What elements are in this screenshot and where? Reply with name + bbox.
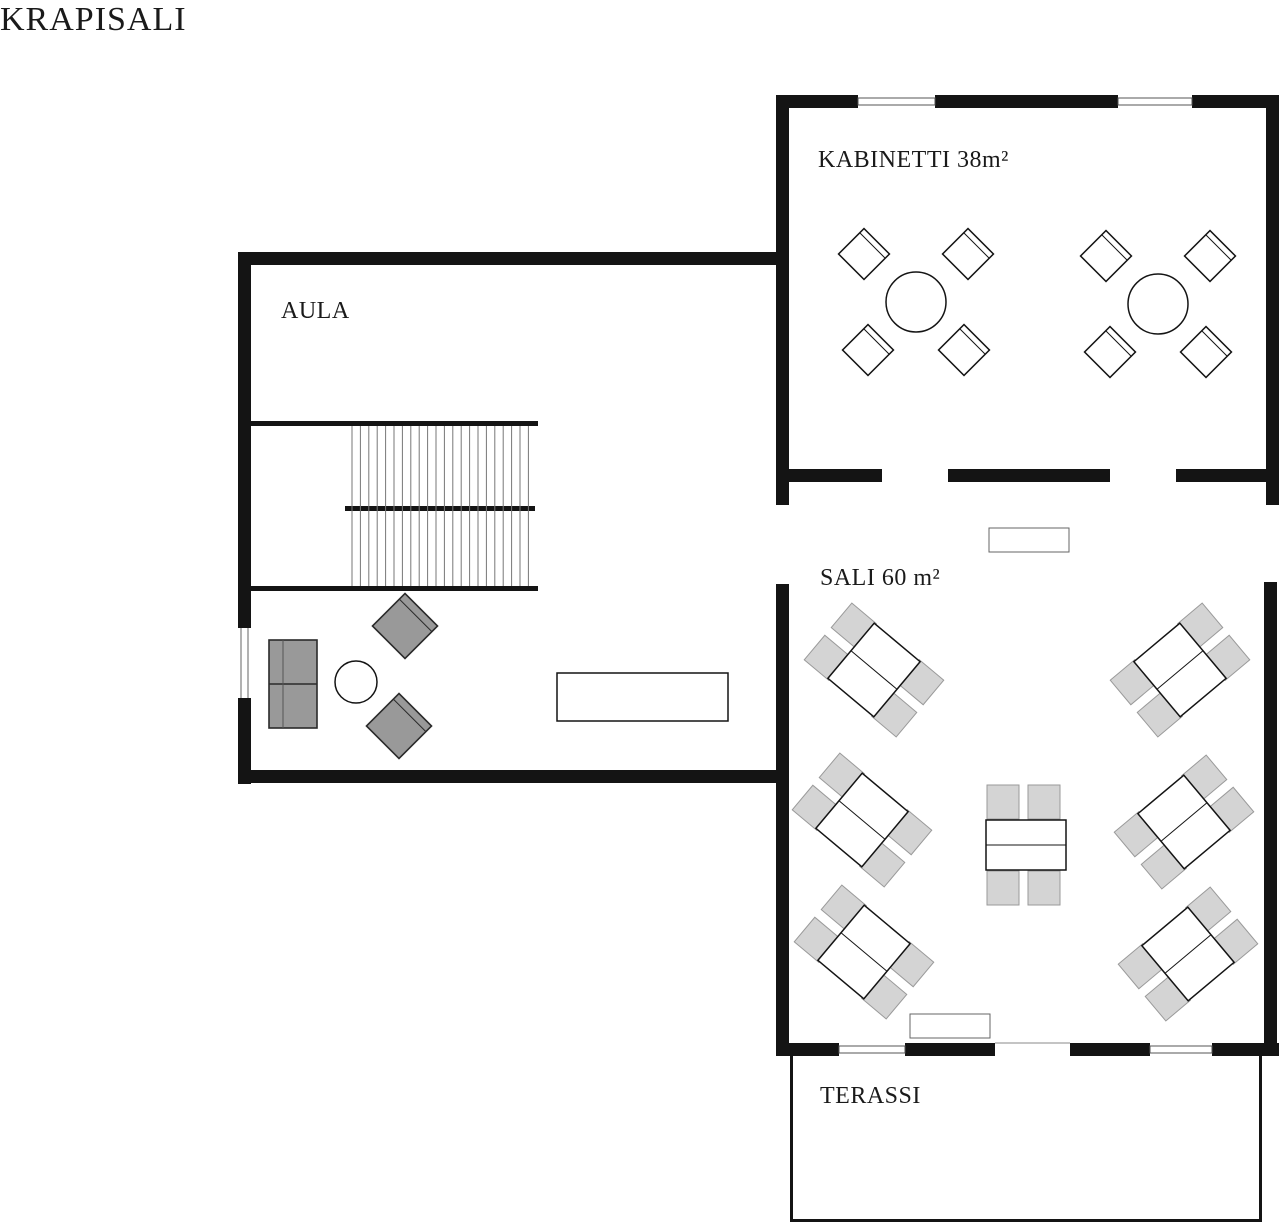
table-group — [791, 752, 933, 888]
sali-side-table-north — [988, 527, 1070, 553]
armchair — [365, 692, 433, 760]
room-label-sali: SALI 60 m² — [820, 565, 940, 591]
chair — [1083, 325, 1137, 379]
aula-walls — [238, 252, 778, 784]
chair — [841, 323, 895, 377]
aula-lounge — [268, 592, 439, 760]
chair — [1027, 784, 1061, 820]
kabinetti-furniture — [837, 227, 1237, 379]
table-group — [793, 884, 935, 1020]
chair — [1079, 229, 1133, 283]
terassi-outline — [790, 1056, 1262, 1222]
chair — [986, 870, 1020, 906]
round-table-group — [837, 227, 995, 377]
round-table — [885, 271, 947, 333]
sofa — [268, 639, 318, 729]
plan-title: KRAPISALI — [0, 1, 187, 38]
chair — [1183, 229, 1237, 283]
chair — [837, 227, 891, 281]
table-group-center — [985, 784, 1067, 906]
sali-walls — [776, 582, 1279, 1056]
table-group — [803, 602, 945, 738]
room-label-kabinetti: KABINETTI 38m² — [818, 147, 1009, 173]
chair — [1027, 870, 1061, 906]
chair — [1179, 325, 1233, 379]
sali-furniture — [791, 602, 1259, 1022]
sali-side-table-south — [909, 1013, 991, 1039]
armchair — [371, 592, 439, 660]
room-label-aula: AULA — [281, 298, 350, 324]
aula-counter — [556, 672, 729, 722]
table-group — [1117, 886, 1259, 1022]
round-table — [1127, 273, 1189, 335]
chair — [986, 784, 1020, 820]
chair — [941, 227, 995, 281]
table-group — [1109, 602, 1251, 738]
kabinetti-walls — [776, 95, 1279, 505]
room-label-terassi: TERASSI — [820, 1083, 921, 1109]
round-table-group — [1079, 229, 1237, 379]
table-group — [1113, 754, 1255, 890]
coffee-table — [334, 660, 378, 704]
chair — [937, 323, 991, 377]
staircase — [251, 421, 538, 591]
